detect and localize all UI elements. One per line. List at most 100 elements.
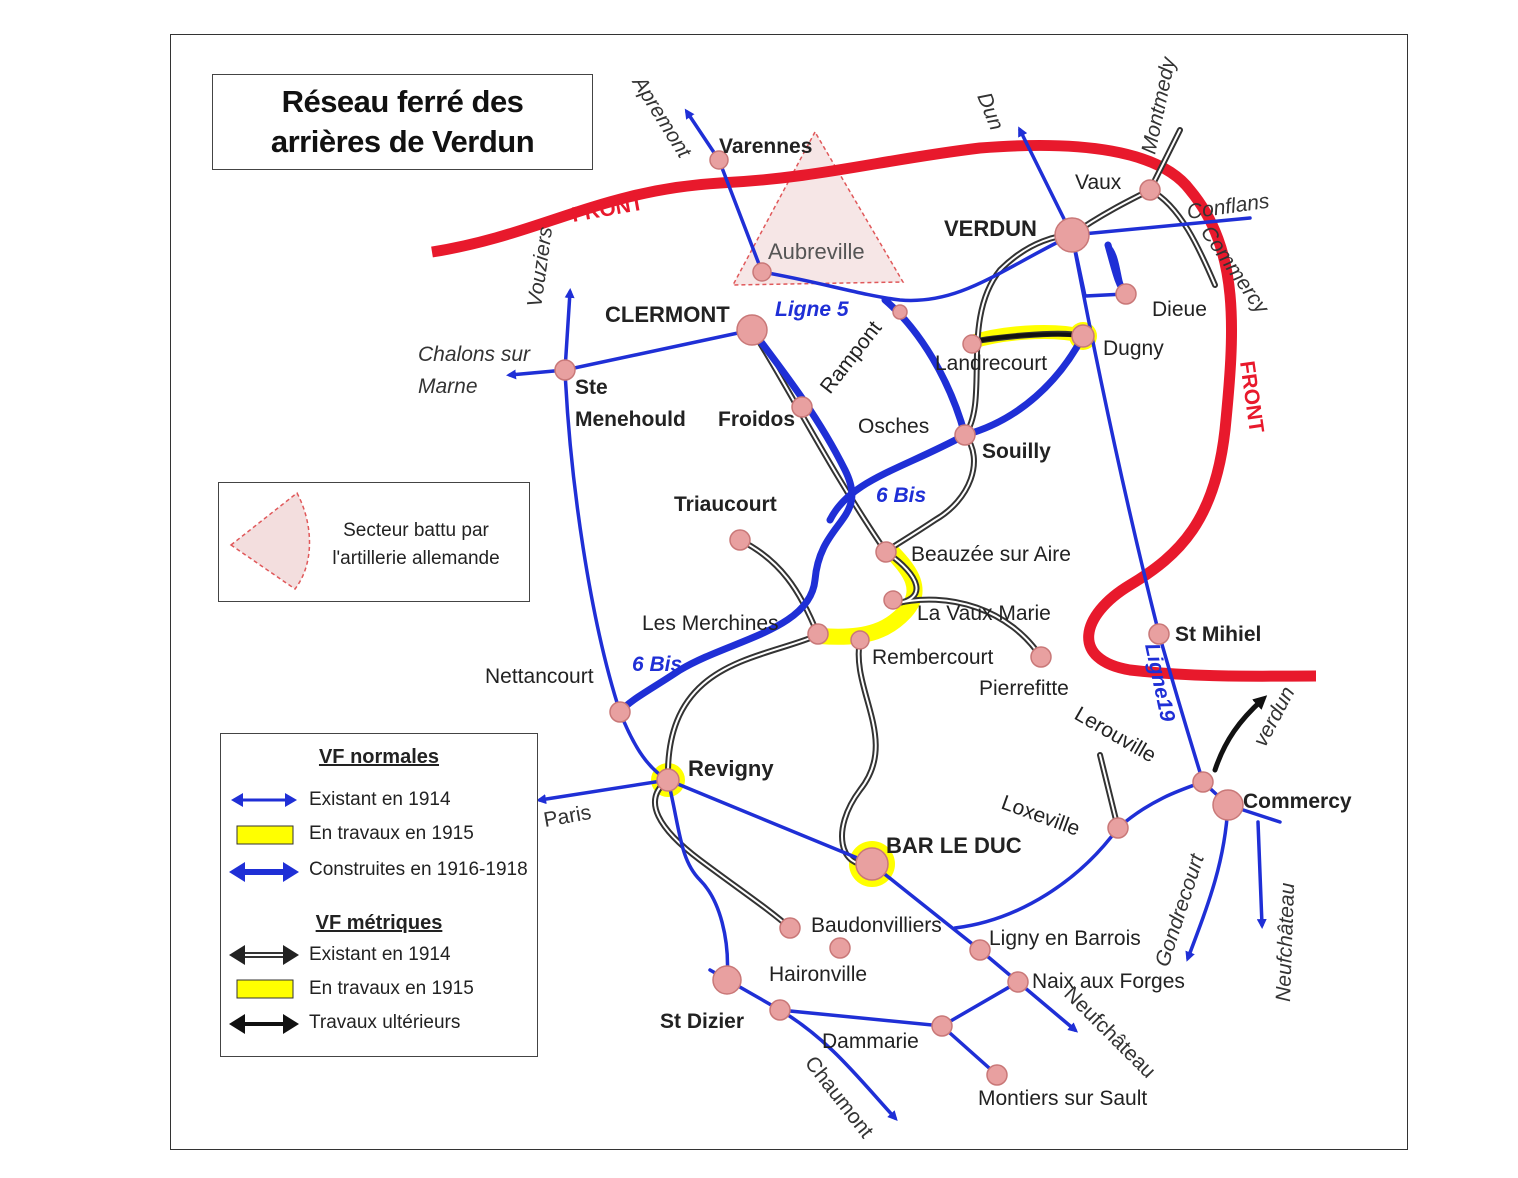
station-node-dammarie bbox=[769, 999, 791, 1021]
station-node-pierrefitte bbox=[1030, 646, 1052, 668]
label-naix: Naix aux Forges bbox=[1032, 970, 1185, 993]
legend-normal-built: Construites en 1916-1918 bbox=[309, 859, 528, 880]
map-title-line-2: arrières de Verdun bbox=[270, 124, 535, 159]
legend-normal-works: En travaux en 1915 bbox=[309, 823, 474, 844]
label-haironville: Haironville bbox=[769, 963, 867, 986]
station-node-lerouville-junction bbox=[1192, 771, 1214, 793]
station-node-landrecourt bbox=[962, 334, 982, 354]
legend-normal-title: VF normales bbox=[318, 746, 440, 768]
dir-vouziers: Vouziers bbox=[523, 225, 557, 309]
label-beauzee: Beauzée sur Aire bbox=[911, 543, 1071, 566]
swatch-metric-works bbox=[236, 979, 294, 999]
metric-later-commercy-verdun bbox=[1212, 695, 1268, 773]
station-node-st-dizier bbox=[712, 965, 742, 995]
label-landrecourt: Landrecourt bbox=[935, 352, 1047, 375]
map-title-line-1: Réseau ferré des bbox=[281, 84, 524, 119]
line-label-ligne5: Ligne 5 bbox=[775, 298, 849, 321]
station-node-nettancourt bbox=[609, 701, 631, 723]
station-node-st-mihiel bbox=[1148, 623, 1170, 645]
label-lerouville: Lerouville bbox=[1071, 702, 1160, 767]
dir-chalons-2: Marne bbox=[418, 375, 478, 398]
station-node-clermont bbox=[736, 314, 768, 346]
swatch-metric-existing bbox=[229, 945, 299, 965]
dir-neufchateau-right: Neufchâteau bbox=[1272, 882, 1299, 1002]
label-rembercourt: Rembercourt bbox=[872, 646, 994, 669]
station-node-verdun bbox=[1054, 217, 1090, 253]
label-baudonvilliers: Baudonvilliers bbox=[811, 914, 942, 937]
swatch-normal-built bbox=[229, 862, 299, 882]
label-revigny: Revigny bbox=[688, 756, 774, 781]
legend-sector-text-2: l'artillerie allemande bbox=[332, 548, 500, 569]
map-frame bbox=[170, 34, 1408, 1150]
metric-lines bbox=[652, 127, 1268, 931]
legend-railways: VF normales Existant en 1914 bbox=[220, 733, 538, 1057]
station-node-la-vaux-marie bbox=[883, 590, 903, 610]
artillery-sector bbox=[731, 130, 905, 286]
swatch-normal-existing bbox=[231, 793, 297, 807]
dir-apremont: Apremont bbox=[627, 71, 696, 163]
station-node-osches bbox=[954, 424, 976, 446]
label-la-vaux-marie: La Vaux Marie bbox=[917, 602, 1051, 625]
label-st-dizier: St Dizier bbox=[660, 1010, 744, 1033]
label-rampont: Rampont bbox=[816, 317, 887, 398]
label-vaux: Vaux bbox=[1075, 171, 1122, 194]
station-node-les-merchines bbox=[807, 623, 829, 645]
line-label-6bis-lower: 6 Bis bbox=[632, 653, 682, 676]
label-dieue: Dieue bbox=[1152, 298, 1207, 321]
station-node-aubreville bbox=[752, 262, 772, 282]
station-node-commercy bbox=[1212, 789, 1244, 821]
station-node-vaux bbox=[1139, 179, 1161, 201]
legend-metric-existing: Existant en 1914 bbox=[309, 944, 451, 965]
station-labels: Varennes Aubreville CLERMONT Ste Menehou… bbox=[485, 135, 1352, 1110]
map-title: Réseau ferré des arrières de Verdun bbox=[212, 74, 593, 170]
station-node-dugny bbox=[1071, 324, 1095, 348]
label-dammarie: Dammarie bbox=[822, 1030, 919, 1053]
station-node-bar-le-duc bbox=[855, 847, 889, 881]
dir-chalons-1: Chalons sur bbox=[418, 343, 531, 366]
station-nodes bbox=[554, 150, 1244, 1086]
label-ste-1: Ste bbox=[575, 376, 608, 399]
station-node-varennes bbox=[709, 150, 729, 170]
station-node-ste-menehould bbox=[554, 359, 576, 381]
label-st-mihiel: St Mihiel bbox=[1175, 623, 1261, 646]
label-triaucourt: Triaucourt bbox=[674, 493, 777, 516]
station-node-loxeville bbox=[1107, 817, 1129, 839]
label-pierrefitte: Pierrefitte bbox=[979, 677, 1069, 700]
swatch-normal-works bbox=[236, 825, 294, 845]
station-node-revigny bbox=[656, 768, 680, 792]
dir-neufchateau-lower: Neufchâteau bbox=[1059, 982, 1159, 1082]
legend-sector-swatch bbox=[229, 491, 311, 591]
label-osches: Osches bbox=[858, 415, 929, 438]
dir-paris: Paris bbox=[542, 801, 593, 832]
label-varennes: Varennes bbox=[719, 135, 812, 158]
legend-metric-works: En travaux en 1915 bbox=[309, 978, 474, 999]
label-les-merchines: Les Merchines bbox=[642, 612, 779, 635]
label-ligny: Ligny en Barrois bbox=[989, 927, 1141, 950]
dir-chaumont: Chaumont bbox=[800, 1052, 878, 1143]
label-montiers: Montiers sur Sault bbox=[978, 1087, 1147, 1110]
legend-artillery-sector: Secteur battu par l'artillerie allemande bbox=[218, 482, 530, 602]
station-node-rembercourt bbox=[850, 630, 870, 650]
station-node-dieue bbox=[1115, 283, 1137, 305]
station-node-naix bbox=[1007, 971, 1029, 993]
label-souilly: Souilly bbox=[982, 440, 1051, 463]
station-node-montiers bbox=[986, 1064, 1008, 1086]
dir-gondrecourt: Gondrecourt bbox=[1151, 850, 1209, 969]
station-node-dammarie-junction bbox=[931, 1015, 953, 1037]
legend-metric-later: Travaux ultérieurs bbox=[309, 1012, 461, 1033]
legend-normal-existing: Existant en 1914 bbox=[309, 789, 451, 810]
line-label-6bis-upper: 6 Bis bbox=[876, 484, 926, 507]
legend-swatches bbox=[229, 793, 299, 1034]
station-node-beauzee bbox=[875, 541, 897, 563]
station-node-haironville bbox=[829, 937, 851, 959]
dir-verdun: verdun bbox=[1249, 683, 1299, 750]
legend-sector-text-1: Secteur battu par bbox=[343, 520, 489, 541]
station-node-froidos bbox=[791, 396, 813, 418]
label-nettancourt: Nettancourt bbox=[485, 665, 594, 688]
front-label-east: FRONT bbox=[1235, 359, 1268, 434]
front-label-north: FRONT bbox=[570, 192, 645, 227]
label-commercy: Commercy bbox=[1243, 790, 1352, 813]
dir-dun: Dun bbox=[972, 89, 1008, 133]
